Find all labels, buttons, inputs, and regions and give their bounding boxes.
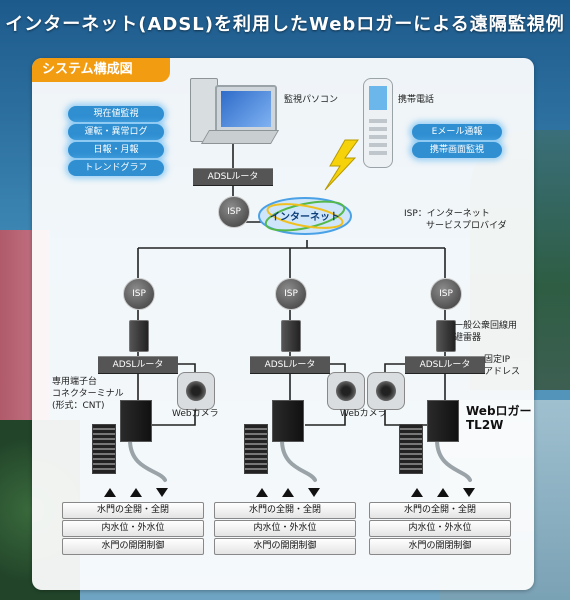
- site2-status-gate: 水門の全開・全閉: [214, 502, 356, 519]
- arrow-down-icon: [463, 488, 475, 497]
- logger-annotation: Webロガー TL2W: [466, 404, 532, 432]
- site2-logger-icon: [272, 400, 304, 442]
- site1-webcam-icon: [177, 372, 215, 410]
- arrester-annotation-line2: 避雷器: [454, 333, 482, 343]
- top-router-label: ADSLルータ: [193, 168, 273, 186]
- section-title: システム構成図: [32, 58, 170, 82]
- feature-pill: トレンドグラフ: [68, 160, 164, 176]
- arrow-up-icon: [130, 488, 142, 497]
- site3-router-label: ADSLルータ: [405, 356, 485, 374]
- isp-note-line1: ISP：インターネット: [404, 209, 490, 219]
- site1-isp-node: ISP: [123, 278, 155, 310]
- site2-status-control: 水門の開閉制御: [214, 538, 356, 555]
- site1-status-level: 内水位・外水位: [62, 520, 204, 537]
- site2-terminal-icon: [244, 424, 268, 474]
- terminal-annotation-line2: コネクターミナル: [52, 389, 124, 399]
- site1-webcam-label: Webカメラ: [172, 409, 219, 419]
- arrow-down-icon: [156, 488, 168, 497]
- internet-globe-icon: [258, 197, 352, 235]
- site2-arrester-icon: [281, 320, 301, 352]
- arrester-annotation-line1: 一般公衆回線用: [454, 321, 518, 331]
- terminal-annotation-line1: 専用端子台: [52, 377, 98, 387]
- site1-status-gate: 水門の全開・全閉: [62, 502, 204, 519]
- site2-webcam-icon: [327, 372, 365, 410]
- keyboard-icon: [200, 130, 280, 144]
- fixed-ip-line1: 固定IP: [484, 355, 511, 365]
- arrow-up-icon: [411, 488, 423, 497]
- logger-annotation-line2: TL2W: [466, 418, 504, 432]
- site1-status-control: 水門の開閉制御: [62, 538, 204, 555]
- site2-isp-node: ISP: [275, 278, 307, 310]
- site2-status-level: 内水位・外水位: [214, 520, 356, 537]
- arrow-up-icon: [282, 488, 294, 497]
- feature-pill: 日報・月報: [68, 142, 164, 158]
- site3-isp-node: ISP: [430, 278, 462, 310]
- arrester-annotation: 一般公衆回線用 避雷器: [454, 320, 517, 344]
- feature-pill: 運転・異常ログ: [68, 124, 164, 140]
- site2-router-label: ADSLルータ: [250, 356, 330, 374]
- site3-webcam-icon: [367, 372, 405, 410]
- fixed-ip-line2: アドレス: [484, 367, 521, 377]
- isp-note: ISP：インターネット サービスプロバイダ: [404, 208, 507, 232]
- terminal-annotation-line3: (形式：CNT): [52, 401, 105, 411]
- lightning-icon: [324, 139, 359, 191]
- site1-router-label: ADSLルータ: [98, 356, 178, 374]
- logger-annotation-line1: Webロガー: [466, 404, 532, 418]
- site3-logger-icon: [427, 400, 459, 442]
- top-isp-node: ISP: [218, 196, 250, 228]
- internet-label: インターネット: [270, 212, 340, 223]
- site2-webcam-label: Webカメラ: [340, 409, 387, 419]
- arrow-up-icon: [104, 488, 116, 497]
- site1-arrester-icon: [129, 320, 149, 352]
- pc-label: 監視パソコン: [284, 95, 339, 105]
- site3-terminal-icon: [399, 424, 423, 474]
- isp-note-line2: サービスプロバイダ: [426, 221, 507, 231]
- site3-status-level: 内水位・外水位: [369, 520, 511, 537]
- feature-pill: 現在値監視: [68, 106, 164, 122]
- arrow-up-icon: [437, 488, 449, 497]
- monitor-icon: [215, 85, 277, 133]
- site3-status-gate: 水門の全開・全閉: [369, 502, 511, 519]
- site1-terminal-icon: [92, 424, 116, 474]
- mobile-phone-icon: [363, 78, 393, 168]
- site1-logger-icon: [120, 400, 152, 442]
- site3-arrester-icon: [436, 320, 456, 352]
- arrow-up-icon: [256, 488, 268, 497]
- site3-status-control: 水門の開閉制御: [369, 538, 511, 555]
- terminal-annotation: 専用端子台 コネクターミナル (形式：CNT): [52, 376, 124, 412]
- feature-pill: Eメール通報: [412, 124, 502, 140]
- arrow-down-icon: [308, 488, 320, 497]
- phone-label: 携帯電話: [398, 95, 435, 105]
- page-title: インターネット(ADSL)を利用したWebロガーによる遠隔監視例: [5, 14, 565, 35]
- feature-pill: 携帯画面監視: [412, 142, 502, 158]
- fixed-ip-annotation: 固定IP アドレス: [484, 354, 520, 378]
